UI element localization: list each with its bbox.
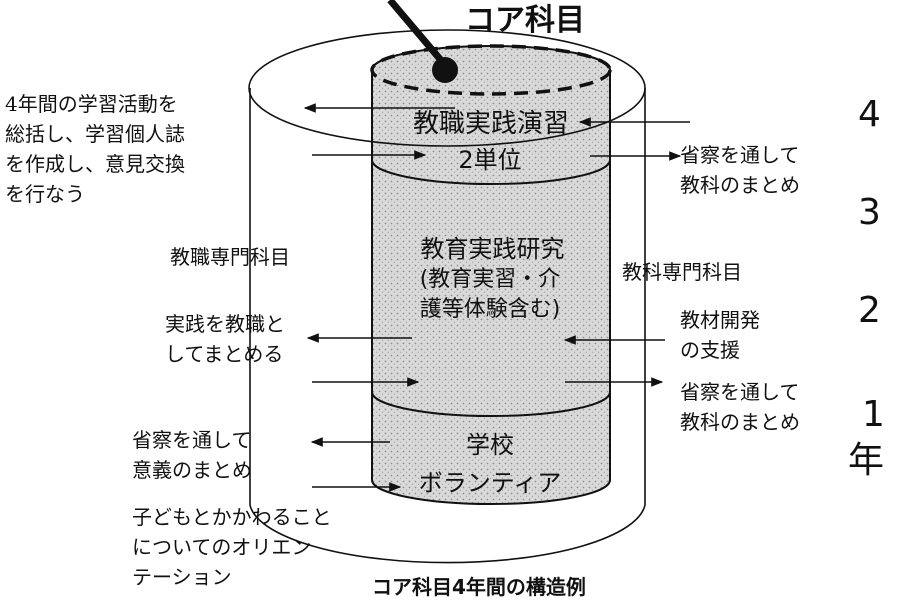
middle-section-line3: 護等体験含む) xyxy=(419,297,561,322)
left-top-note-line3: を作成し、意見交換 xyxy=(5,152,185,176)
middle-section-line2: (教育実習・介 xyxy=(419,267,561,292)
right-category-label: 教科専門科目 xyxy=(622,260,742,284)
orientation-note-line1: 子どもとかかわること xyxy=(132,505,332,529)
year-2-label: 2 xyxy=(858,290,881,331)
year-3-label: 3 xyxy=(858,192,881,233)
right-bottom-reflection-line1: 省察を通して xyxy=(680,380,800,404)
orientation-note-line3: テーション xyxy=(132,565,232,589)
left-reflection-note-line2: 意義のまとめ xyxy=(132,458,252,482)
left-practice-note-line2: してまとめる xyxy=(165,342,284,366)
left-practice-note-line1: 実践を教職と xyxy=(165,312,285,336)
right-top-reflection-line2: 教科のまとめ xyxy=(680,173,800,197)
right-material-line2: の支援 xyxy=(680,338,740,362)
left-top-note-line1: 4年間の学習活動を xyxy=(5,92,178,116)
section-divider-top xyxy=(371,159,611,185)
flow-arrows xyxy=(303,103,690,492)
right-top-reflection-line1: 省察を通して xyxy=(680,143,800,167)
year-1-label: 1 xyxy=(862,394,885,435)
outer-cylinder xyxy=(249,88,646,564)
middle-section-line1: 教育実践研究 xyxy=(420,235,565,263)
bottom-section-line1: 学校 xyxy=(466,431,514,459)
left-category-label: 教職専門科目 xyxy=(170,245,290,269)
right-material-line1: 教材開発 xyxy=(680,308,760,332)
year-4-label: 4 xyxy=(858,94,881,135)
core-subject-title: コア科目 xyxy=(465,3,585,38)
right-bottom-reflection-line2: 教科のまとめ xyxy=(680,410,800,434)
outer-cylinder-rim xyxy=(248,29,646,147)
left-top-note-line4: を行なう xyxy=(5,182,85,206)
cylinder-top-dashed-rim xyxy=(370,44,612,96)
pointer-stick xyxy=(387,0,458,83)
top-section-title: 教職実践演習 xyxy=(412,109,569,139)
diagram-caption: コア科目4年間の構造例 xyxy=(372,575,586,599)
year-unit-label: 年 xyxy=(848,440,885,481)
left-reflection-note-line1: 省察を通して xyxy=(132,428,252,452)
left-top-note-line2: 総括し、学習個人誌 xyxy=(5,122,185,146)
section-divider-bottom xyxy=(371,391,611,417)
bottom-section-line2: ボランティア xyxy=(418,469,562,497)
top-section-credits: 2単位 xyxy=(458,146,522,174)
orientation-note-line2: についてのオリエン xyxy=(132,535,312,559)
